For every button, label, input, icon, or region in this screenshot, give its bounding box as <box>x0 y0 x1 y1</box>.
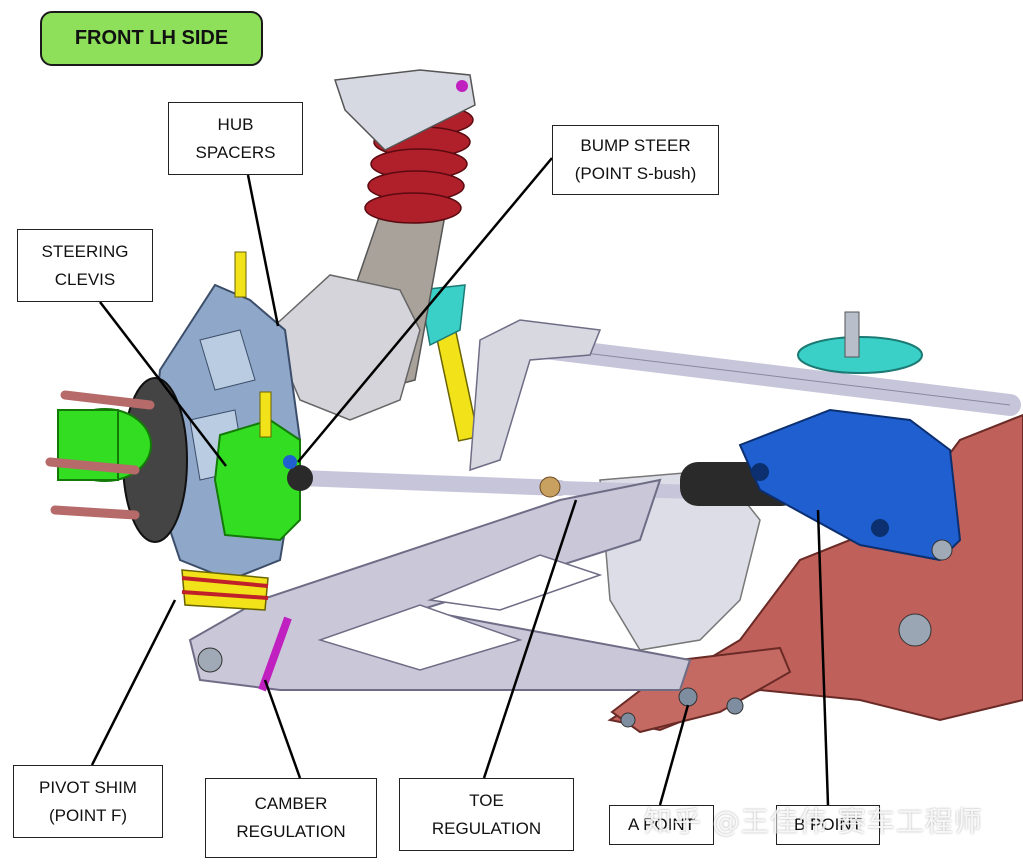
mount-hole <box>871 519 889 537</box>
magenta-bolt <box>456 80 468 92</box>
label-hub-spacers: HUB SPACERS <box>168 102 303 175</box>
mount-bolt <box>931 539 953 561</box>
shim-red-layer <box>181 590 269 600</box>
pivot-shim-part <box>181 569 269 611</box>
yellow-bolt <box>234 251 247 298</box>
wishbone-cutout <box>317 604 523 671</box>
damper-top-mount <box>333 69 476 151</box>
watermark: 知乎 @王佳伟 赛车工程师 <box>644 805 983 838</box>
leader-b-point <box>816 509 830 806</box>
leader-steering-clevis <box>99 301 227 467</box>
leader-toe <box>482 499 578 779</box>
teal-rocker <box>797 336 923 374</box>
wheel-studs <box>45 390 155 520</box>
leader-hub-spacers <box>246 174 280 327</box>
chassis-bolt <box>678 687 698 707</box>
steering-tie-rod <box>292 470 568 496</box>
label-b-point: B POINT <box>776 805 880 845</box>
clevis-ball-joint <box>287 465 313 491</box>
chassis-bolt <box>726 697 744 715</box>
leader-lines <box>90 157 830 806</box>
leader-pivot-shim <box>90 599 177 766</box>
title-badge: FRONT LH SIDE <box>40 11 263 66</box>
blue-bushing <box>283 455 297 469</box>
steering-clevis-part <box>213 418 301 542</box>
rocker-shaft <box>844 311 860 358</box>
mount-hole <box>751 463 769 481</box>
toe-adjuster-nut <box>539 476 561 498</box>
wishbone-cutout <box>427 554 603 611</box>
wishbone-bolt <box>197 647 223 673</box>
shim-red-layer <box>181 576 269 588</box>
label-bump-steer: BUMP STEER (POINT S-bush) <box>552 125 719 195</box>
label-steering-clevis: STEERING CLEVIS <box>17 229 153 302</box>
yellow-bolt <box>259 391 272 438</box>
leader-camber <box>263 679 302 779</box>
teal-bracket <box>419 284 466 347</box>
leader-a-point <box>658 704 690 806</box>
blue-mount-bracket <box>738 408 962 562</box>
label-pivot-shim: PIVOT SHIM (POINT F) <box>13 765 163 838</box>
upper-link-arm <box>469 319 602 472</box>
label-a-point: A POINT <box>609 805 714 845</box>
upper-wishbone <box>269 274 421 421</box>
yellow-pushrod <box>434 328 480 442</box>
chassis-bolt <box>898 613 932 647</box>
upright-window <box>199 329 256 391</box>
leader-bump-steer <box>297 157 553 463</box>
chassis-bolt <box>620 712 636 728</box>
upper-rod-edge <box>519 344 1011 406</box>
label-toe-regulation: TOE REGULATION <box>399 778 574 851</box>
label-camber-regulation: CAMBER REGULATION <box>205 778 377 858</box>
camber-shim-part <box>258 616 292 692</box>
